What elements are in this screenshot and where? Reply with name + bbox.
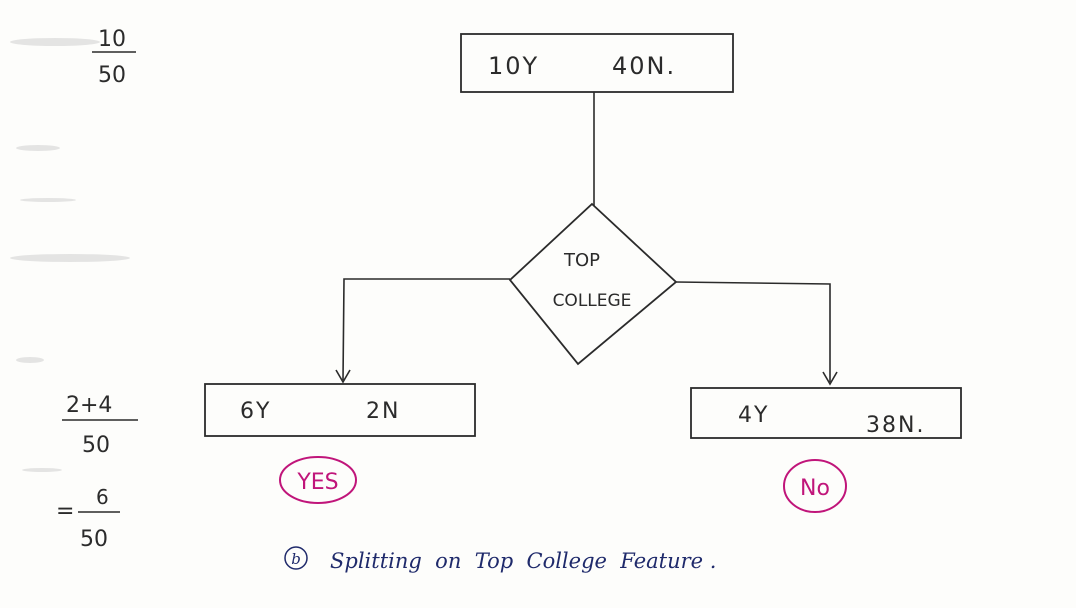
decision-label-line2: COLLEGE xyxy=(553,291,632,311)
right-yes-count: 4Y xyxy=(738,403,769,428)
arrowhead-right xyxy=(822,371,838,386)
decision-diamond xyxy=(508,202,678,366)
arrowhead-left xyxy=(335,369,351,384)
margin-calculation-result: = 6 50 xyxy=(56,485,120,552)
yes-label-text: YES xyxy=(296,470,338,495)
decision-node: TOP COLLEGE xyxy=(508,202,678,366)
margin-calculation-mid: 2+4 50 xyxy=(62,393,138,458)
root-node-box xyxy=(460,33,734,93)
scan-smudges xyxy=(10,38,130,472)
equals-sign: = xyxy=(56,499,74,524)
mid-denominator: 50 xyxy=(82,433,110,458)
connector-decision-to-right xyxy=(675,281,831,382)
top-numerator: 10 xyxy=(98,27,126,52)
left-leaf-box xyxy=(204,383,476,437)
mid-numerator: 2+4 xyxy=(66,393,112,418)
result-denominator: 50 xyxy=(80,527,108,552)
caption-marker: b xyxy=(291,550,301,568)
caption-text: Splitting on Top College Feature . xyxy=(330,549,716,573)
root-node: 10Y 40N. xyxy=(460,33,734,93)
yes-branch-label: YES xyxy=(279,456,357,504)
yes-label-circle xyxy=(279,456,357,504)
caption: b Splitting on Top College Feature . xyxy=(284,546,716,573)
right-leaf-node: 4Y 38N. xyxy=(690,387,962,439)
left-no-count: 2N xyxy=(366,399,400,424)
no-label-circle xyxy=(783,459,847,513)
margin-calculation-top: 10 50 xyxy=(92,27,136,88)
right-branch xyxy=(675,281,838,386)
no-branch-label: No xyxy=(783,459,847,513)
left-branch xyxy=(335,278,510,384)
caption-marker-circle xyxy=(284,546,308,570)
result-numerator: 6 xyxy=(96,485,109,509)
connector-decision-to-left xyxy=(342,278,510,381)
right-leaf-box xyxy=(690,387,962,439)
root-no-count: 40N. xyxy=(612,52,676,80)
root-yes-count: 10Y xyxy=(488,52,539,80)
left-leaf-node: 6Y 2N xyxy=(204,383,476,437)
decision-label-line1: TOP xyxy=(563,250,600,271)
no-label-text: No xyxy=(800,476,830,501)
top-denominator: 50 xyxy=(98,63,126,88)
right-no-count: 38N. xyxy=(866,413,925,438)
left-yes-count: 6Y xyxy=(240,399,271,424)
